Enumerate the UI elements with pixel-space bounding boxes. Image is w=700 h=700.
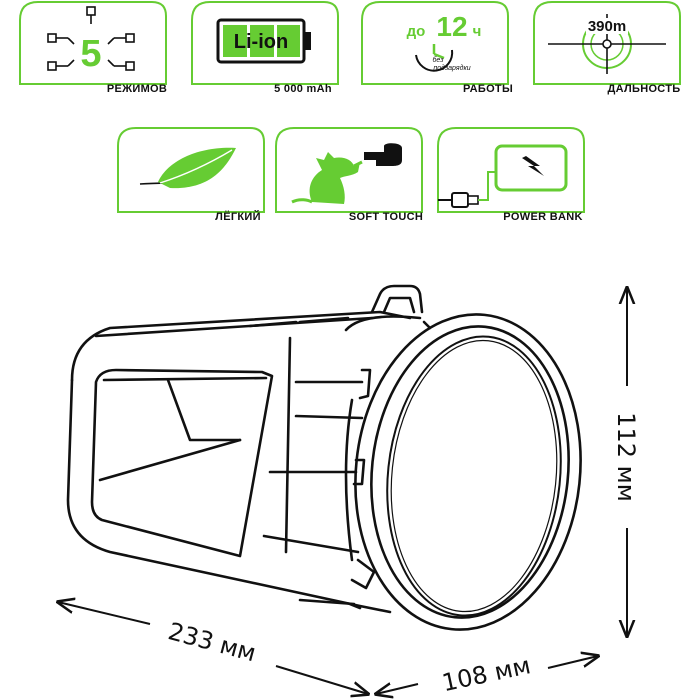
modes-count: 5 — [80, 33, 101, 75]
kitten-icon — [291, 152, 363, 204]
height-dimension: 112 мм — [612, 288, 640, 636]
feather-icon — [139, 147, 236, 189]
flashlight-drawing — [66, 284, 582, 631]
runtime-unit: ч — [473, 23, 482, 40]
feature-card-modes: 5 РЕЖИМОВ — [19, 1, 167, 95]
runtime-note-1: без — [432, 56, 444, 64]
modes-icon — [47, 6, 135, 71]
range-value: 390m — [588, 18, 626, 35]
modes-label: РЕЖИМОВ — [107, 83, 167, 95]
feature-card-light: ЛЁГКИЙ — [117, 127, 265, 223]
feature-card-soft-touch: SOFT TOUCH — [275, 127, 423, 223]
runtime-note-2: подзарядки — [433, 64, 470, 72]
diameter-dimension: 108 мм — [376, 651, 598, 697]
length-label: 233 мм — [165, 617, 259, 667]
battery-type: Li-ion — [234, 31, 288, 53]
usb-cable-icon — [438, 171, 496, 208]
feature-card-range: 390m ДАЛЬНОСТЬ — [533, 1, 681, 95]
power-bank-label: POWER BANK — [503, 211, 582, 223]
height-label: 112 мм — [612, 412, 640, 502]
clock-icon — [415, 44, 454, 72]
length-dimension: 233 мм — [58, 602, 368, 694]
runtime-label: РАБОТЫ — [463, 83, 513, 95]
soft-touch-label: SOFT TOUCH — [349, 211, 423, 223]
battery-capacity-label: 5 000 mAh — [274, 83, 332, 95]
feature-card-battery: Li-ion 5 000 mAh — [191, 1, 339, 95]
diameter-label: 108 мм — [440, 651, 534, 697]
runtime-prefix: до — [407, 23, 426, 40]
feature-card-power-bank: POWER BANK — [437, 127, 585, 223]
hand-pointer-icon — [364, 143, 402, 166]
battery-icon — [216, 18, 311, 64]
light-label: ЛЁГКИЙ — [215, 210, 261, 223]
feature-card-runtime: до 12 ч без подзарядки РАБОТЫ — [361, 1, 513, 95]
runtime-hours: 12 — [436, 11, 467, 42]
range-label: ДАЛЬНОСТЬ — [607, 83, 680, 95]
phone-charging-icon — [494, 144, 568, 192]
